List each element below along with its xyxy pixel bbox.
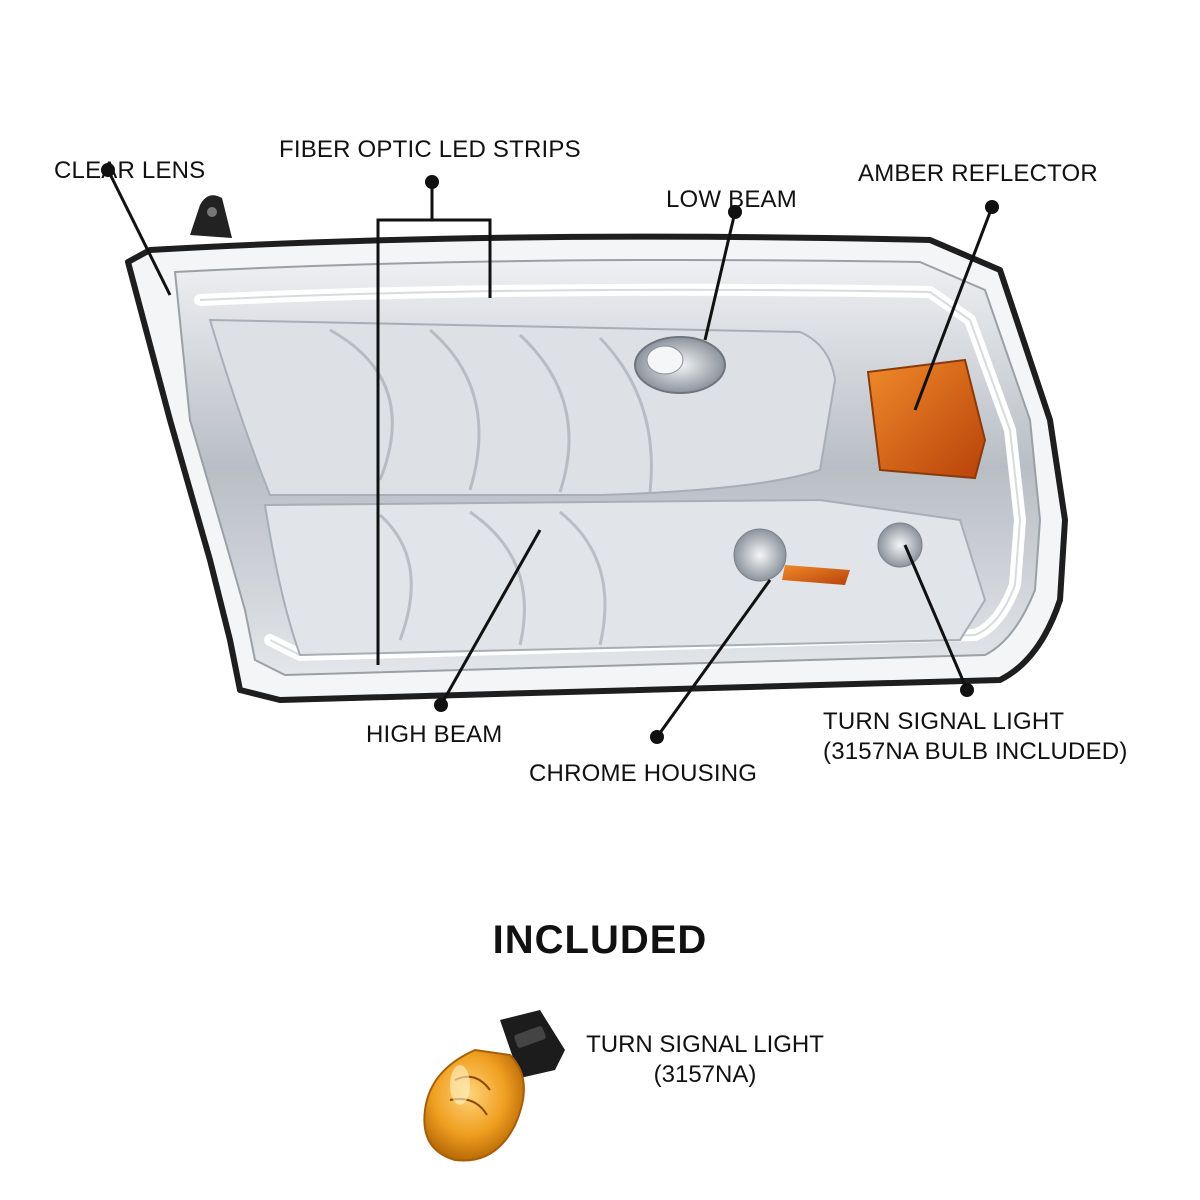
bulb-icon: [423, 1010, 565, 1162]
included-item-line2: (3157NA): [653, 1061, 757, 1088]
label-high-beam: HIGH BEAM: [366, 721, 503, 748]
included-item-caption: TURN SIGNAL LIGHT (3157NA): [575, 1030, 835, 1090]
label-chrome-housing: CHROME HOUSING: [529, 760, 758, 787]
label-turn-signal-line2: (3157NA BULB INCLUDED): [823, 738, 1128, 765]
label-low-beam: LOW BEAM: [666, 186, 797, 213]
label-fiber-optic: FIBER OPTIC LED STRIPS: [279, 136, 581, 163]
label-turn-signal-line1: TURN SIGNAL LIGHT: [823, 708, 1065, 735]
amber-reflector: [866, 358, 987, 480]
included-title: INCLUDED: [455, 918, 745, 963]
label-clear-lens: CLEAR LENS: [54, 157, 206, 184]
label-amber-reflector: AMBER REFLECTOR: [858, 160, 1098, 187]
included-item-line1: TURN SIGNAL LIGHT: [586, 1031, 824, 1058]
headlight-illustration: [101, 163, 1068, 744]
